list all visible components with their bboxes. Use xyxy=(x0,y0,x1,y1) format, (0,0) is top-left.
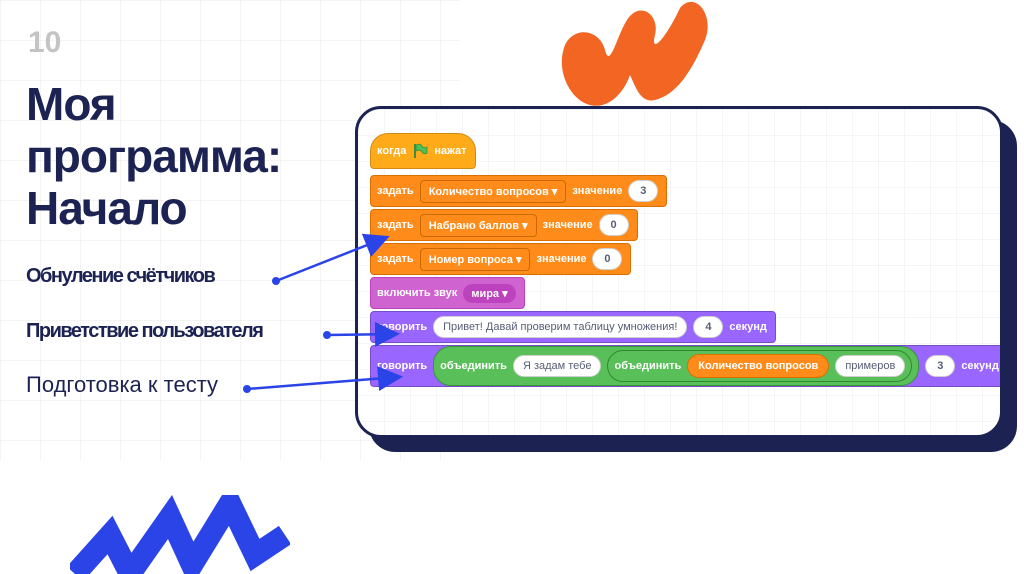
set-variable-block[interactable]: задать Количество вопросов ▾ значение 3 xyxy=(370,175,668,207)
annotation-greeting: Приветствие пользователя xyxy=(26,320,264,342)
say-for-secs-block[interactable]: говорить Привет! Давай проверим таблицу … xyxy=(370,311,776,343)
join-label: объединить xyxy=(614,360,682,372)
sound-dropdown[interactable]: мира ▾ xyxy=(463,283,516,303)
seconds-input[interactable]: 3 xyxy=(925,355,956,377)
arrow-preparation xyxy=(243,366,403,393)
slide-title: Моя программа: Начало xyxy=(26,78,282,234)
orange-zigzag-shape xyxy=(561,1,708,106)
value-label: значение xyxy=(542,219,593,231)
title-line: программа: xyxy=(26,130,282,182)
code-card: когда нажат задать Количество вопросов ▾… xyxy=(355,106,1003,438)
value-input[interactable]: 0 xyxy=(592,248,623,270)
value-input[interactable]: 3 xyxy=(628,180,659,202)
join-text-input[interactable]: Я задам тебе xyxy=(512,355,602,377)
say-join-block[interactable]: говорить объединить Я задам тебе объедин… xyxy=(370,345,1000,387)
variable-dropdown[interactable]: Количество вопросов ▾ xyxy=(419,179,567,203)
set-label: задать xyxy=(377,219,414,231)
arrow-greeting xyxy=(323,321,400,347)
join-text-input[interactable]: примеров xyxy=(835,355,906,377)
variable-dropdown[interactable]: Номер вопроса ▾ xyxy=(419,247,531,271)
sound-label: включить звук xyxy=(377,287,458,299)
join-label: объединить xyxy=(440,360,507,372)
message-input[interactable]: Привет! Давай проверим таблицу умножения… xyxy=(433,316,688,338)
hat-label: когда xyxy=(377,145,407,157)
slide-number: 10 xyxy=(28,26,62,59)
seconds-label: секунд xyxy=(729,321,767,333)
seconds-label: секунд xyxy=(961,360,999,372)
hat-label: нажат xyxy=(434,145,467,157)
value-label: значение xyxy=(572,185,623,197)
value-input[interactable]: 0 xyxy=(598,214,629,236)
green-flag-icon xyxy=(414,143,428,158)
seconds-input[interactable]: 4 xyxy=(693,316,724,338)
set-variable-block[interactable]: задать Набрано баллов ▾ значение 0 xyxy=(370,209,638,241)
annotation-reset-counters: Обнуление счётчиков xyxy=(26,265,216,287)
set-label: задать xyxy=(377,185,414,197)
value-label: значение xyxy=(536,253,587,265)
title-line: Моя xyxy=(26,78,117,130)
blue-zigzag-shape xyxy=(70,495,290,574)
join-operator[interactable]: объединить Я задам тебе объединить Колич… xyxy=(433,346,920,386)
annotation-preparation: Подготовка к тесту xyxy=(26,372,219,397)
variable-reporter[interactable]: Количество вопросов xyxy=(687,354,830,378)
start-sound-block[interactable]: включить звук мира ▾ xyxy=(370,277,525,309)
set-variable-block[interactable]: задать Номер вопроса ▾ значение 0 xyxy=(370,243,632,275)
when-flag-clicked-block[interactable]: когда нажат xyxy=(370,133,476,169)
title-line: Начало xyxy=(26,182,188,234)
variable-dropdown[interactable]: Набрано баллов ▾ xyxy=(419,213,537,237)
join-operator-nested[interactable]: объединить Количество вопросов примеров xyxy=(607,350,913,382)
arrow-reset-counters xyxy=(272,233,390,285)
